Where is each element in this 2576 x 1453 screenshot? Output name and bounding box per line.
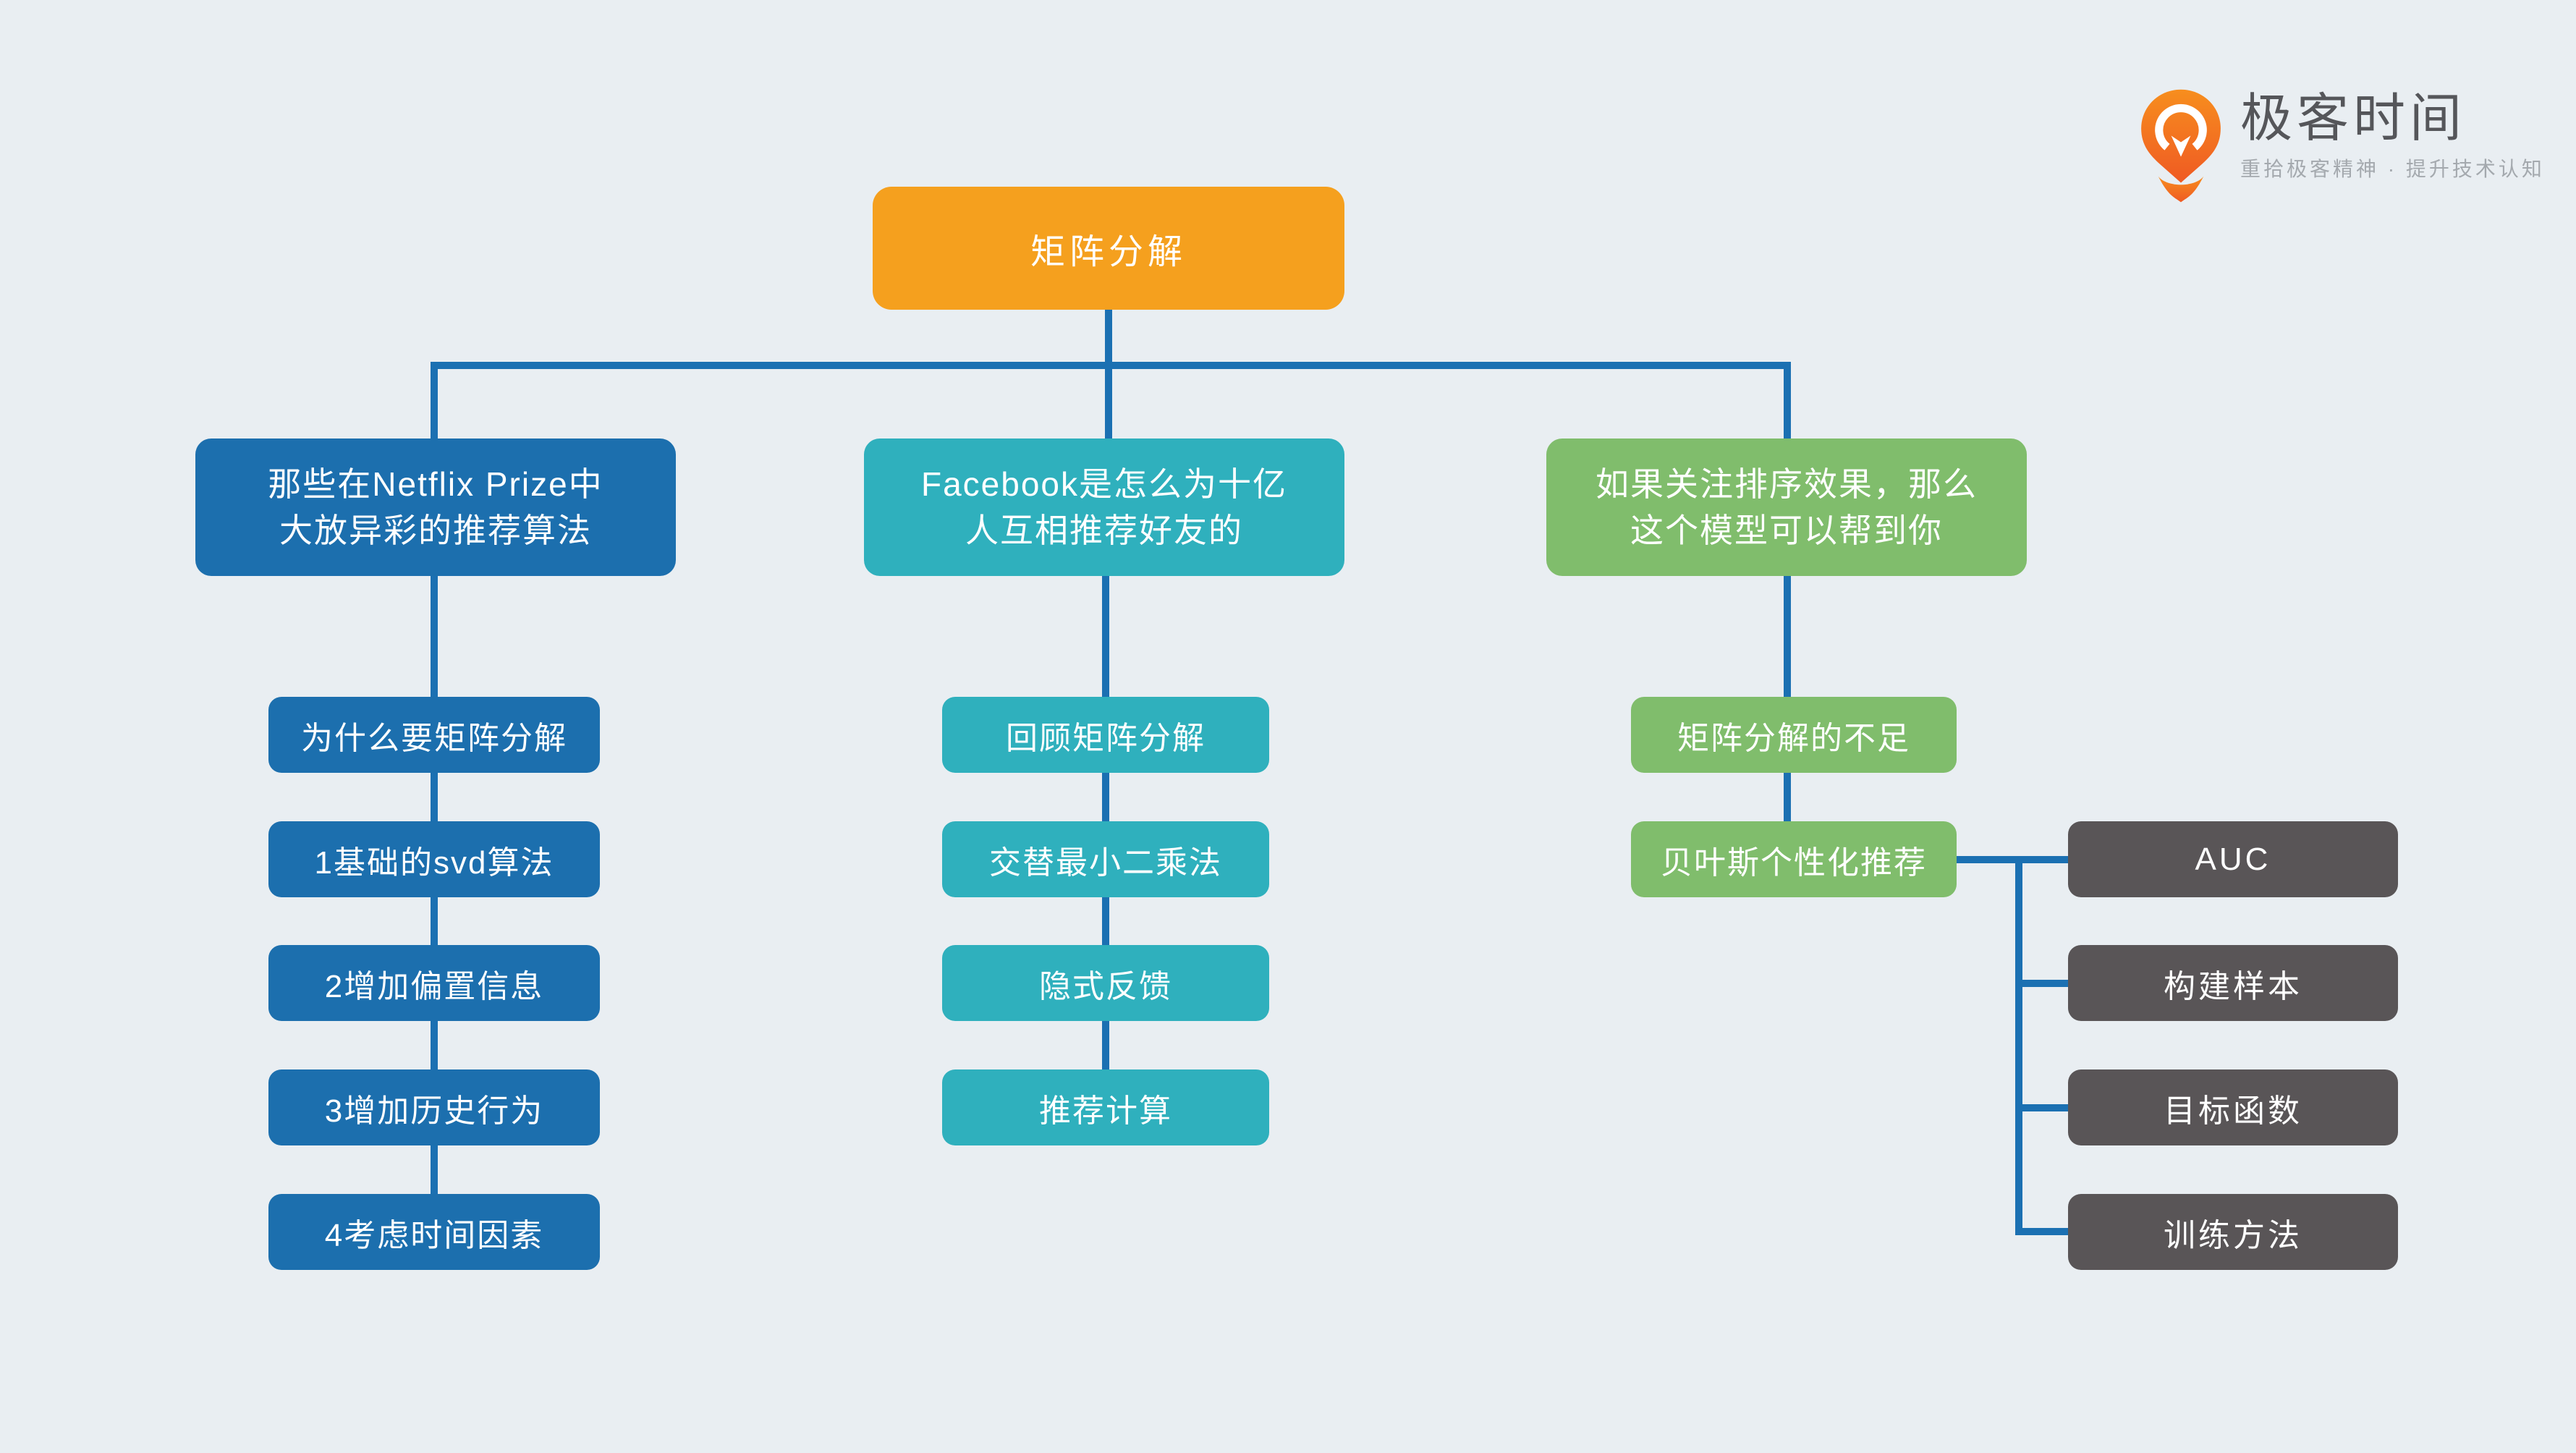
- branch-header-ranking: 如果关注排序效果，那么 这个模型可以帮到你: [1546, 439, 2027, 576]
- node-implicit-feedback: 隐式反馈: [942, 945, 1269, 1021]
- node-training-method: 训练方法: [2068, 1194, 2398, 1270]
- node-label: 2增加偏置信息: [324, 968, 544, 1004]
- node-label: 训练方法: [2164, 1217, 2302, 1253]
- connector: [1105, 310, 1112, 439]
- node-label: 目标函数: [2164, 1093, 2302, 1129]
- node-why-matrix-factorization: 为什么要矩阵分解: [268, 697, 600, 773]
- node-bpr: 贝叶斯个性化推荐: [1631, 821, 1957, 897]
- node-history-behavior: 3增加历史行为: [268, 1069, 600, 1145]
- node-label: 4考虑时间因素: [324, 1217, 544, 1253]
- branch-header-line: 这个模型可以帮到你: [1630, 512, 1943, 549]
- node-label: 贝叶斯个性化推荐: [1661, 844, 1927, 881]
- node-label: 矩阵分解的不足: [1677, 720, 1910, 756]
- branch-header-line: 那些在Netflix Prize中: [268, 465, 603, 503]
- node-label: 1基础的svd算法: [314, 844, 554, 881]
- connector: [2019, 1104, 2068, 1111]
- branch-header-line: Facebook是怎么为十亿: [920, 465, 1287, 503]
- node-review-matrix-factorization: 回顾矩阵分解: [942, 697, 1269, 773]
- connector: [431, 362, 1791, 369]
- node-label: 为什么要矩阵分解: [301, 720, 567, 756]
- node-auc: AUC: [2068, 821, 2398, 897]
- node-label: 隐式反馈: [1039, 968, 1172, 1004]
- node-label: 3增加历史行为: [324, 1093, 544, 1129]
- connector: [2019, 1228, 2068, 1235]
- geektime-logo: 极客时间 重拾极客精神 · 提升技术认知: [2140, 88, 2542, 204]
- geektime-logo-tagline: 重拾极客精神 · 提升技术认知: [2240, 158, 2545, 180]
- connector: [431, 362, 438, 439]
- node-label: 交替最小二乘法: [989, 844, 1222, 881]
- node-objective-function: 目标函数: [2068, 1069, 2398, 1145]
- branch-header-line: 大放异彩的推荐算法: [279, 512, 592, 549]
- node-als: 交替最小二乘法: [942, 821, 1269, 897]
- node-label: 推荐计算: [1039, 1093, 1172, 1129]
- connector: [2015, 856, 2022, 1235]
- node-build-samples: 构建样本: [2068, 945, 2398, 1021]
- branch-header-line: 如果关注排序效果，那么: [1596, 465, 1978, 503]
- node-label: 构建样本: [2164, 968, 2302, 1004]
- node-bias-info: 2增加偏置信息: [268, 945, 600, 1021]
- geektime-pin-icon: [2141, 89, 2221, 203]
- branch-header-netflix: 那些在Netflix Prize中 大放异彩的推荐算法: [195, 439, 676, 576]
- root-node-matrix-factorization: 矩阵分解: [873, 187, 1344, 310]
- node-basic-svd: 1基础的svd算法: [268, 821, 600, 897]
- connector: [1956, 856, 2068, 863]
- root-node-label: 矩阵分解: [1030, 233, 1187, 271]
- node-label: AUC: [2195, 841, 2271, 877]
- geektime-logo-title: 极客时间: [2240, 90, 2467, 148]
- node-time-factor: 4考虑时间因素: [268, 1194, 600, 1270]
- node-recommend-compute: 推荐计算: [942, 1069, 1269, 1145]
- node-mf-shortcomings: 矩阵分解的不足: [1631, 697, 1957, 773]
- branch-header-facebook: Facebook是怎么为十亿 人互相推荐好友的: [864, 439, 1344, 576]
- branch-header-line: 人互相推荐好友的: [965, 512, 1243, 549]
- connector: [1784, 362, 1791, 439]
- connector: [2019, 980, 2068, 987]
- connector: [431, 576, 438, 1232]
- node-label: 回顾矩阵分解: [1006, 720, 1206, 756]
